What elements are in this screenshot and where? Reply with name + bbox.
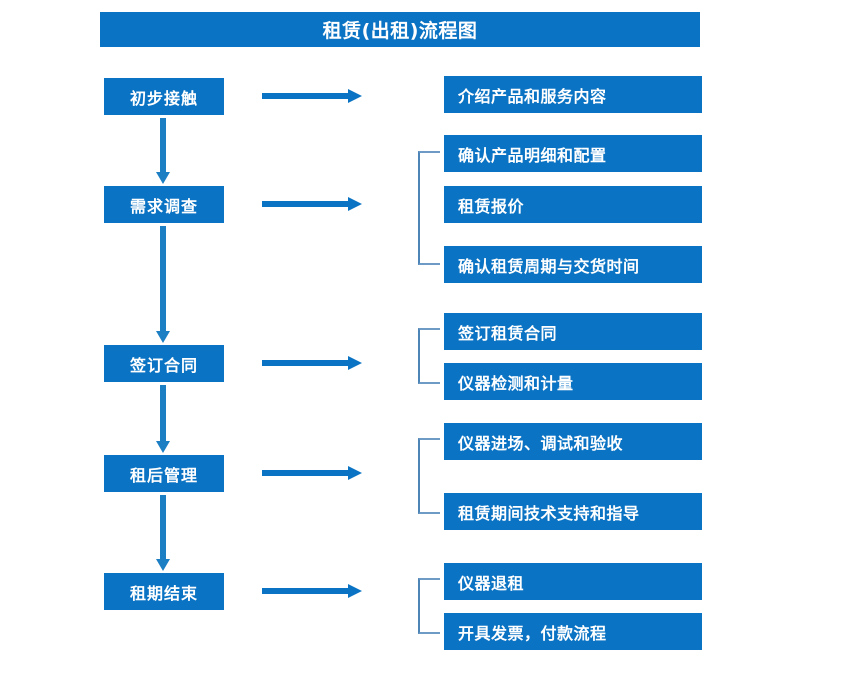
detail-box-instrument-inspection[interactable]: 仪器检测和计量 (444, 363, 702, 400)
vertical-arrow-2 (154, 226, 172, 343)
horizontal-arrow-2 (262, 195, 362, 213)
horizontal-arrow-5 (262, 582, 362, 600)
detail-box-confirm-rental-period[interactable]: 确认租赁周期与交货时间 (444, 246, 702, 283)
horizontal-arrow-3 (262, 354, 362, 372)
detail-box-instrument-return[interactable]: 仪器退租 (444, 563, 702, 600)
vertical-arrow-4 (154, 495, 172, 571)
detail-box-technical-support[interactable]: 租赁期间技术支持和指导 (444, 493, 702, 530)
group-bracket-rental-end (418, 578, 440, 634)
horizontal-arrow-1 (262, 87, 362, 105)
stage-box-sign-contract[interactable]: 签订合同 (104, 345, 224, 382)
stage-box-initial-contact[interactable]: 初步接触 (104, 78, 224, 115)
page-title: 租赁(出租)流程图 (100, 12, 700, 47)
vertical-arrow-1 (154, 118, 172, 184)
detail-box-introduce-products[interactable]: 介绍产品和服务内容 (444, 76, 702, 113)
group-bracket-needs-survey (418, 151, 440, 265)
stage-box-rental-end[interactable]: 租期结束 (104, 573, 224, 610)
detail-box-rental-quotation[interactable]: 租赁报价 (444, 186, 702, 223)
group-bracket-sign-contract (418, 328, 440, 384)
detail-box-sign-rental-contract[interactable]: 签订租赁合同 (444, 313, 702, 350)
group-bracket-post-rental (418, 438, 440, 514)
vertical-arrow-3 (154, 385, 172, 453)
detail-box-invoice-payment[interactable]: 开具发票，付款流程 (444, 613, 702, 650)
detail-box-instrument-onsite[interactable]: 仪器进场、调试和验收 (444, 423, 702, 460)
detail-box-confirm-product-details[interactable]: 确认产品明细和配置 (444, 135, 702, 172)
horizontal-arrow-4 (262, 464, 362, 482)
stage-box-needs-survey[interactable]: 需求调查 (104, 186, 224, 223)
stage-box-post-rental-management[interactable]: 租后管理 (104, 455, 224, 492)
